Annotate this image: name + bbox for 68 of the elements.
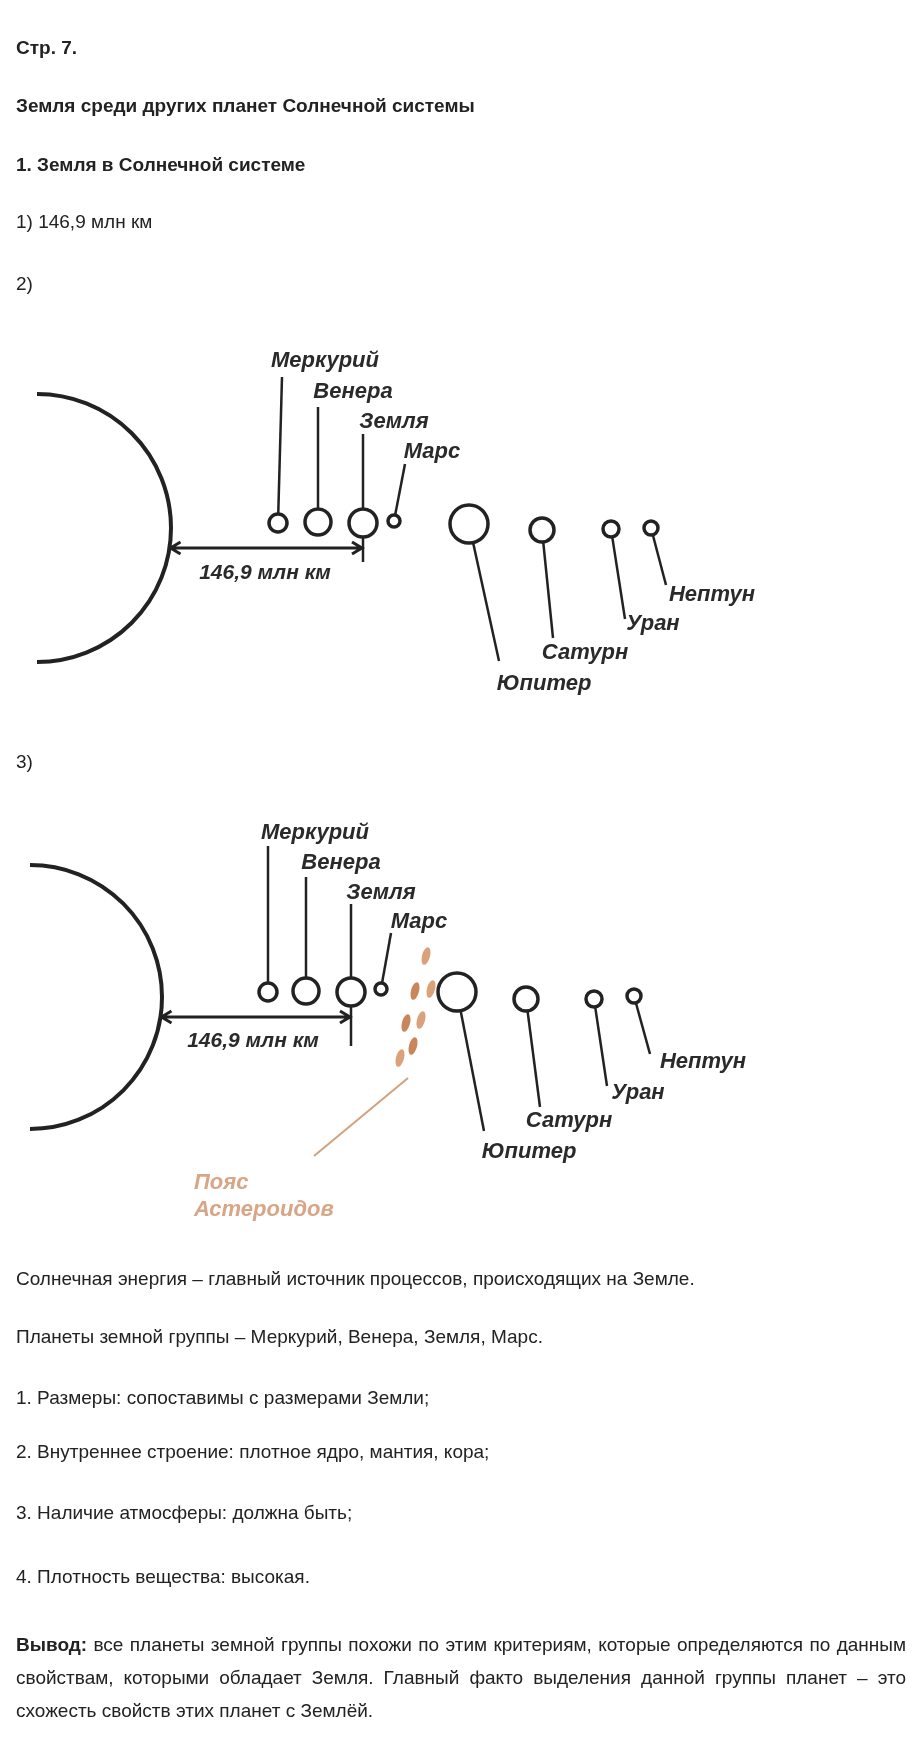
planet-circle [291, 976, 321, 1006]
edge-label: 146,9 млн км [187, 1028, 319, 1052]
leader-line [593, 1006, 609, 1087]
planet-label: Нептун [659, 1048, 747, 1074]
leader-line [380, 932, 393, 984]
planet-label: Меркурий [261, 819, 369, 845]
leader-line [304, 877, 308, 978]
planet-label: Меркурий [271, 347, 379, 373]
leader-line [611, 536, 627, 620]
planet-label: Уран [611, 1079, 665, 1105]
asteroid-belt-label: Пояс Астероидов [194, 1168, 354, 1222]
planet-circle [335, 976, 367, 1008]
planet-label: Юпитер [481, 1138, 577, 1164]
planet-label: Уран [626, 610, 680, 636]
planet-label: Сатурн [525, 1107, 613, 1133]
edge-label: 146,9 млн км [199, 560, 331, 584]
planet-circle [303, 507, 333, 537]
planet-circle [584, 989, 604, 1009]
leader-line [316, 407, 320, 509]
text-line: 3. Наличие атмосферы: должна быть; [16, 1501, 353, 1525]
planet-label: Нептун [668, 581, 756, 607]
planet-circle [448, 503, 490, 545]
sun-arc [29, 863, 164, 1131]
section-heading: Земля среди других планет Солнечной системы [16, 94, 475, 118]
leader-line [526, 1010, 542, 1108]
asteroid-belt-drawing [395, 947, 436, 1067]
answer-text: 1) 146,9 млн км [16, 210, 153, 234]
planet-circle [528, 516, 556, 544]
conclusion-paragraph: Вывод: все планеты земной группы похожи по этим критериям, которые определяются по данным свойствам, которыми обладает Земля. Главный факто выделения данной группы планет – это схожесть свойств этих планет с Землёй. [16, 1633, 906, 1723]
planet-label: Сатурн [541, 639, 629, 665]
leader-line [541, 541, 555, 639]
item-number: 3) [16, 750, 33, 774]
subheading: 1. Земля в Солнечной системе [16, 153, 306, 177]
planet-circle [601, 519, 621, 539]
planet-label: Венера [313, 378, 393, 404]
planet-circle [373, 981, 389, 997]
leader-line [313, 1077, 409, 1157]
item-number: 2) [16, 272, 33, 296]
planet-label: Земля [359, 408, 429, 434]
sun-arc [36, 392, 173, 664]
planet-circle [386, 513, 402, 529]
planet-label: Марс [403, 438, 461, 464]
planet-label: Юпитер [496, 670, 592, 696]
leader-line [459, 1010, 486, 1132]
planet-label: Венера [301, 849, 381, 875]
text-line: 1. Размеры: сопоставимы с размерами Земли; [16, 1386, 430, 1410]
leader-line [651, 534, 668, 586]
planet-label: Земля [346, 879, 416, 905]
planet-circle [512, 985, 540, 1013]
leader-line [634, 1002, 652, 1055]
text-line: 2. Внутреннее строение: плотное ядро, мантия, кора; [16, 1440, 490, 1464]
planet-label: Марс [390, 908, 448, 934]
leader-line [393, 463, 407, 516]
planet-circle [625, 987, 643, 1005]
planet-circle [436, 971, 478, 1013]
text-line: 4. Плотность вещества: высокая. [16, 1565, 310, 1589]
planet-circle [267, 512, 289, 534]
text-line: Солнечная энергия – главный источник процессов, происходящих на Земле. [16, 1267, 695, 1291]
leader-line [349, 904, 353, 978]
leader-line [471, 542, 501, 662]
leader-line [266, 846, 270, 983]
planet-circle [347, 507, 379, 539]
planet-circle [257, 981, 279, 1003]
leader-line [361, 434, 365, 509]
planet-circle [642, 519, 660, 537]
leader-line [277, 376, 284, 515]
text-line: Планеты земной группы – Меркурий, Венера, Земля, Марс. [16, 1325, 543, 1349]
page-number: Стр. 7. [16, 36, 78, 60]
